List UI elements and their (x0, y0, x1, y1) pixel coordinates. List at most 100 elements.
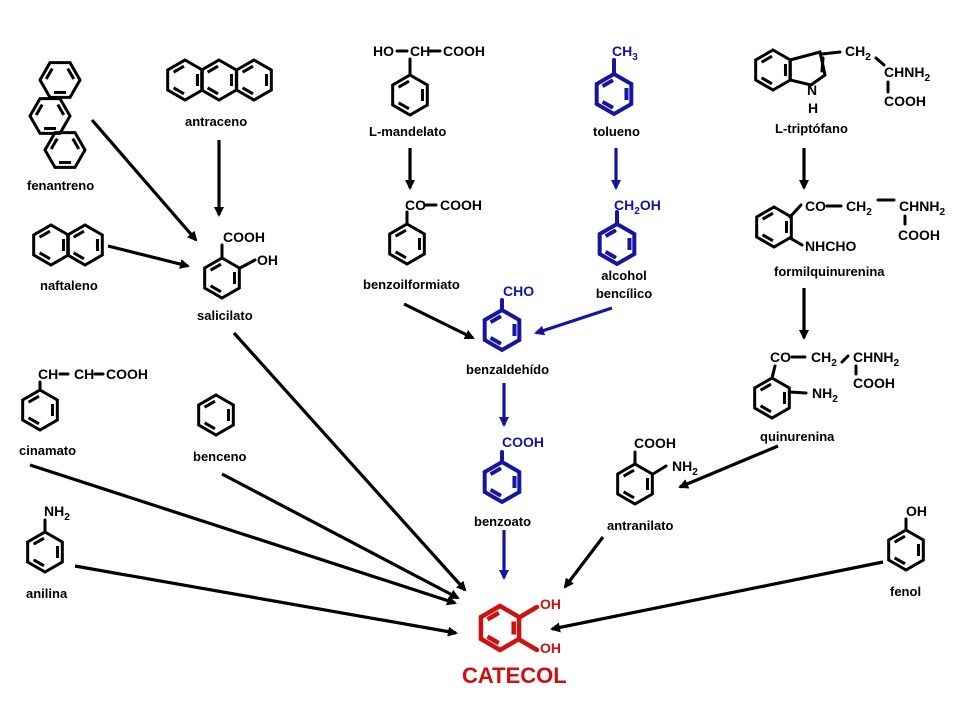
benzoato-ring-double-bond (489, 488, 502, 498)
benzoato-ring (482, 459, 522, 505)
triptofano-benzene-ring (754, 48, 792, 92)
salicilato-label: salicilato (197, 308, 253, 323)
catecol-ring-double-bond (486, 634, 500, 646)
quin-ring-outline (753, 376, 791, 420)
antranilato-ring-double-bond (622, 468, 635, 478)
cinamato-cooh-group: COOH (106, 366, 148, 382)
cinamato-label: cinamato (19, 443, 77, 458)
fenantreno-ring-1-outline (38, 61, 82, 99)
benceno-ring-double-bond (203, 399, 216, 409)
formil-nhcho-group: NHCHO (805, 238, 857, 254)
antranilato-nh2-bond (651, 464, 668, 476)
salicilato-ring-double-bond (209, 284, 222, 294)
formil-co-group: CO (805, 198, 826, 214)
triptofano-pyrrole-double-bond (820, 56, 825, 73)
tolueno-ring-outline (594, 71, 634, 117)
benzoilformiato-ring-double-bond (394, 228, 407, 238)
benzoilformiato-ring-outline (388, 222, 426, 266)
benzaldehido-ring-outline (482, 307, 522, 353)
cinamato-ring-double-bond (27, 416, 40, 426)
fenantreno-ring-1 (38, 61, 82, 99)
benzaldehido-ring (482, 307, 522, 353)
anilina-label: anilina (26, 586, 68, 601)
catecol-oh2-group: OH (540, 640, 561, 656)
triptofano-benzene-ring-double-bond (760, 76, 773, 86)
benzaldehido-ring-double-bond (489, 336, 502, 346)
benzoilformiato-cooh-group: COOH (440, 197, 482, 213)
benzoilformiato-ring (388, 222, 426, 266)
benzoato-ring-double-bond (489, 466, 502, 476)
tolueno-ch3-group: CH3 (612, 43, 638, 63)
naftaleno-ring-1-double-bond (38, 229, 51, 239)
antraceno-ring-3-double-bond (241, 64, 254, 74)
formil-ring (755, 205, 793, 249)
benzaldehido-cho-group: CHO (503, 283, 535, 299)
benceno-label: benceno (193, 449, 247, 464)
triptofano-ch2-bond (820, 50, 842, 56)
quin-chnh2-group: CHNH2 (853, 349, 900, 369)
alcohol-label-line1: alcohol (601, 268, 647, 283)
quin-ch2-group: CH2 (811, 349, 837, 369)
triptofano-label: L-triptófano (775, 121, 848, 136)
antraceno-ring-3 (235, 58, 273, 102)
naftaleno-ring-2 (66, 223, 104, 267)
quin-nh2-group: NH2 (812, 385, 838, 405)
antraceno-ring-1-double-bond (172, 64, 185, 74)
triptofano-n-group: N (807, 82, 818, 98)
quin-bond-2 (840, 354, 850, 364)
antraceno-ring-3-outline (235, 58, 273, 102)
anilina-ring (26, 530, 64, 574)
anilina-ring-outline (26, 530, 64, 574)
triptofano-h-group: H (808, 100, 819, 116)
alcohol-ch2oh-group: CH2OH (614, 197, 661, 217)
formil-co-bond (788, 203, 803, 219)
arrow-naftaleno-salicilato (107, 244, 190, 269)
mandelato-ring-outline (391, 73, 429, 117)
arrow-antranilato-catecol (563, 536, 605, 589)
anilina-ring-double-bond (32, 536, 45, 546)
naftaleno-ring-1-double-bond (38, 251, 51, 261)
catecol-oh1-bond (517, 604, 540, 620)
quin-nh2-bond (788, 390, 808, 395)
antranilato-cooh-group: COOH (634, 435, 676, 451)
arrow-cinamato-catecol (29, 463, 457, 606)
tolueno-ring-double-bond (601, 78, 614, 88)
formil-ch2-group: CH2 (846, 198, 872, 218)
naftaleno-ring-2-outline (66, 223, 104, 267)
naftaleno-label: naftaleno (40, 278, 98, 293)
fenantreno-ring-2 (28, 97, 72, 135)
anilina-ring-double-bond (32, 558, 45, 568)
quin-ring-double-bond (759, 382, 772, 392)
quin-co-bond (770, 364, 777, 380)
fenantreno-ring-3-double-bond (49, 137, 59, 150)
triptofano-ch2-group: CH2 (845, 43, 871, 63)
benzoato-cooh-group: COOH (502, 434, 544, 450)
antraceno-ring-1-double-bond (172, 86, 185, 96)
benzoilformiato-co-group: CO (405, 197, 426, 213)
quin-co-group: CO (770, 349, 791, 365)
naftaleno-ring-1 (32, 223, 70, 267)
formil-ring-double-bond (761, 233, 774, 243)
catecol-oh2-bond (517, 637, 540, 653)
antranilato-label: antranilato (607, 518, 674, 533)
salicilato-ring (203, 256, 241, 300)
fenol-ring-double-bond (893, 556, 906, 566)
formil-ring-double-bond (761, 211, 774, 221)
formil-cooh-group: COOH (898, 227, 940, 243)
antraceno-ring-1 (166, 58, 204, 102)
mandelato-ring-double-bond (397, 101, 410, 111)
fenol-ring-double-bond (893, 534, 906, 544)
fenantreno-ring-3 (43, 131, 87, 169)
benzaldehido-ring-double-bond (489, 314, 502, 324)
formil-nhcho-bond (788, 236, 804, 247)
antraceno-ring-3-double-bond (241, 86, 254, 96)
cinamato-ring-outline (21, 388, 59, 432)
antraceno-ring-2-double-bond (206, 64, 219, 74)
quin-ring (753, 376, 791, 420)
catecol-ring (478, 603, 522, 653)
triptofano-chnh2-group: CHNH2 (884, 64, 931, 84)
alcohol-ring (597, 221, 637, 267)
catecol-oh1-group: OH (540, 596, 561, 612)
antranilato-ring-double-bond (622, 490, 635, 500)
